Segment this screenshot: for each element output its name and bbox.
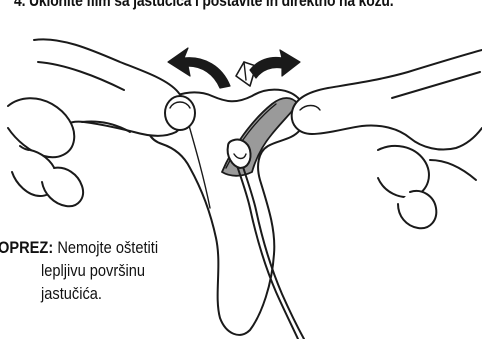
caution-text-1: Nemojte oštetiti	[57, 238, 158, 257]
right-hand	[292, 50, 482, 228]
caution-line-1: OPREZ: Nemojte oštetiti	[0, 236, 187, 259]
caution-text-2: lepljivu površinu	[0, 259, 187, 282]
caution-label: OPREZ:	[0, 238, 53, 257]
curved-arrow-up-left-icon	[168, 48, 230, 88]
curved-arrow-right-icon	[250, 50, 300, 78]
caution-text-3: jastučića.	[0, 282, 187, 305]
caution-note: OPREZ: Nemojte oštetiti lepljivu površin…	[0, 236, 187, 305]
left-hand	[8, 39, 195, 206]
